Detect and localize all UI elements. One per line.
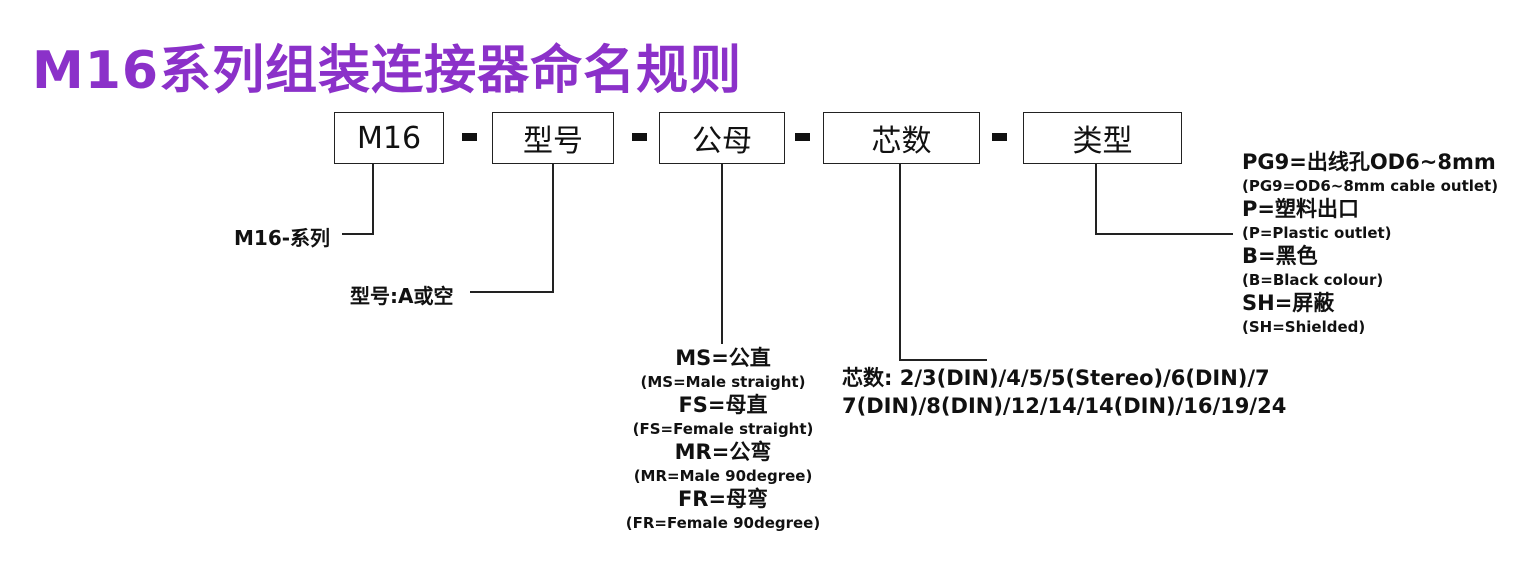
- connector-line: [1095, 233, 1233, 235]
- gender-option-sub: (MS=Male straight): [640, 373, 806, 391]
- type-option-main: P=塑料出口: [1242, 197, 1359, 221]
- gender-option-main: FS=母直: [678, 393, 768, 417]
- connector-line: [899, 359, 987, 361]
- box-pins: 芯数: [823, 112, 980, 164]
- pin-count-line: 7(DIN)/8(DIN)/12/14/14(DIN)/16/19/24: [842, 394, 1287, 418]
- pin-count-line: 芯数: 2/3(DIN)/4/5/5(Stereo)/6(DIN)/7: [842, 366, 1270, 390]
- connector-line: [372, 164, 374, 235]
- connector-line: [342, 233, 374, 235]
- box-type: 类型: [1023, 112, 1182, 164]
- connector-line: [899, 164, 901, 361]
- box-gender: 公母: [659, 112, 785, 164]
- gender-option-main: FR=母弯: [677, 487, 769, 511]
- separator-dash: [462, 133, 477, 141]
- connector-line: [470, 291, 554, 293]
- page-title: M16系列组装连接器命名规则: [32, 41, 743, 101]
- type-option-main: B=黑色: [1242, 244, 1318, 268]
- type-option-sub: (B=Black colour): [1242, 271, 1384, 289]
- gender-option-main: MS=公直: [675, 346, 771, 370]
- separator-dash: [632, 133, 647, 141]
- pin-count-options: 芯数: 2/3(DIN)/4/5/5(Stereo)/6(DIN)/7 7(DI…: [842, 364, 1286, 420]
- gender-option-sub: (FR=Female 90degree): [625, 514, 821, 532]
- separator-dash: [992, 133, 1007, 141]
- box-model: 型号: [492, 112, 614, 164]
- type-option-main: SH=屏蔽: [1242, 291, 1335, 315]
- type-option-sub: (SH=Shielded): [1242, 318, 1366, 336]
- gender-option-sub: (MR=Male 90degree): [633, 467, 813, 485]
- gender-option-sub: (FS=Female straight): [632, 420, 814, 438]
- separator-dash: [795, 133, 810, 141]
- connector-line: [721, 164, 723, 344]
- model-label: 型号:A或空: [350, 284, 454, 308]
- type-options: PG9=出线孔OD6~8mm (PG9=OD6~8mm cable outlet…: [1242, 149, 1498, 337]
- connector-line: [552, 164, 554, 293]
- type-option-sub: (PG9=OD6~8mm cable outlet): [1242, 177, 1499, 195]
- gender-options: MS=公直 (MS=Male straight) FS=母直 (FS=Femal…: [620, 345, 826, 533]
- type-option-sub: (P=Plastic outlet): [1242, 224, 1392, 242]
- series-label: M16-系列: [234, 226, 331, 250]
- type-option-main: PG9=出线孔OD6~8mm: [1242, 150, 1496, 174]
- gender-option-main: MR=公弯: [674, 440, 772, 464]
- connector-line: [1095, 164, 1097, 235]
- box-series: M16: [334, 112, 444, 164]
